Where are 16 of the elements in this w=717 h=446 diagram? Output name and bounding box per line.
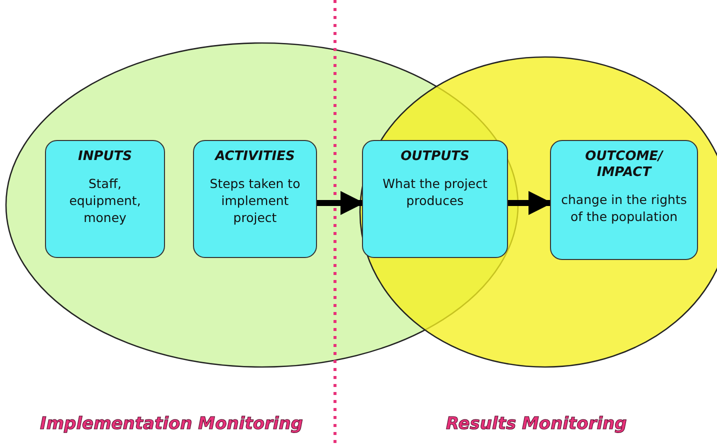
box-description: What the project produces	[382, 175, 488, 209]
process-box	[550, 140, 698, 260]
box-heading: ACTIVITIES	[215, 149, 295, 165]
arrow	[508, 191, 552, 215]
process-box	[193, 140, 317, 258]
arrow	[317, 191, 364, 215]
process-box	[45, 140, 165, 258]
box-description: Staff, equipment, money	[68, 175, 142, 226]
box-heading: INPUTS	[78, 149, 132, 165]
box-heading: OUTCOME/ IMPACT	[584, 149, 664, 181]
box-description: change in the rights of the population	[560, 191, 688, 225]
box-description: Steps taken to implement project	[208, 175, 302, 226]
process-box	[362, 140, 508, 258]
section-label: Implementation Monitoring	[40, 414, 303, 434]
box-heading: OUTPUTS	[400, 149, 470, 165]
section-label: Results Monitoring	[446, 414, 627, 434]
